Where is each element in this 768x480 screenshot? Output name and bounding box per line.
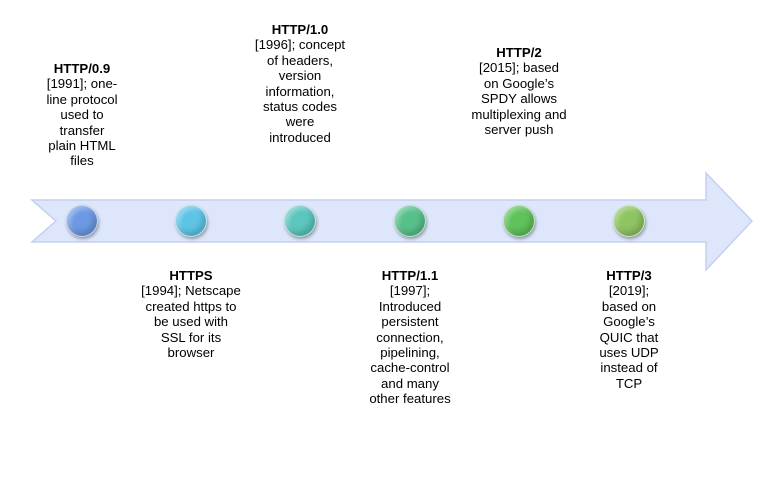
event-label-http2: HTTP/2 [2015]; based on Google’s SPDY al… <box>464 45 574 137</box>
timeline-dot-https <box>175 205 207 237</box>
event-label-http3: HTTP/3 [2019]; based on Google’s QUIC th… <box>574 268 684 391</box>
timeline-dot-http09 <box>66 205 98 237</box>
event-description: [1996]; concept of headers, version info… <box>254 37 346 145</box>
timeline-dot-http2 <box>503 205 535 237</box>
event-description: [1994]; Netscape created https to be use… <box>141 283 241 361</box>
event-title: HTTP/1.1 <box>381 268 439 283</box>
event-title: HTTP/0.9 <box>53 61 111 76</box>
timeline-dot-http3 <box>613 205 645 237</box>
event-label-http09: HTTP/0.9 [1991]; one-line protocol used … <box>27 61 137 169</box>
event-title: HTTP/2 <box>496 45 542 60</box>
timeline-dot-http10 <box>284 205 316 237</box>
event-description: [2015]; based on Google’s SPDY allows mu… <box>471 60 567 138</box>
timeline-arrow-shape <box>30 171 754 272</box>
event-title: HTTPS <box>169 268 213 283</box>
event-description: [2019]; based on Google’s QUIC that uses… <box>599 283 659 391</box>
timeline-dot-http11 <box>394 205 426 237</box>
event-description: [1991]; one-line protocol used to transf… <box>46 76 118 169</box>
event-label-http10: HTTP/1.0 [1996]; concept of headers, ver… <box>245 22 355 145</box>
event-title: HTTP/3 <box>606 268 652 283</box>
event-label-http11: HTTP/1.1 [1997]; Introduced persistent c… <box>355 268 465 407</box>
event-label-https: HTTPS [1994]; Netscape created https to … <box>136 268 246 360</box>
event-title: HTTP/1.0 <box>271 22 329 37</box>
event-description: [1997]; Introduced persistent connection… <box>369 283 451 407</box>
